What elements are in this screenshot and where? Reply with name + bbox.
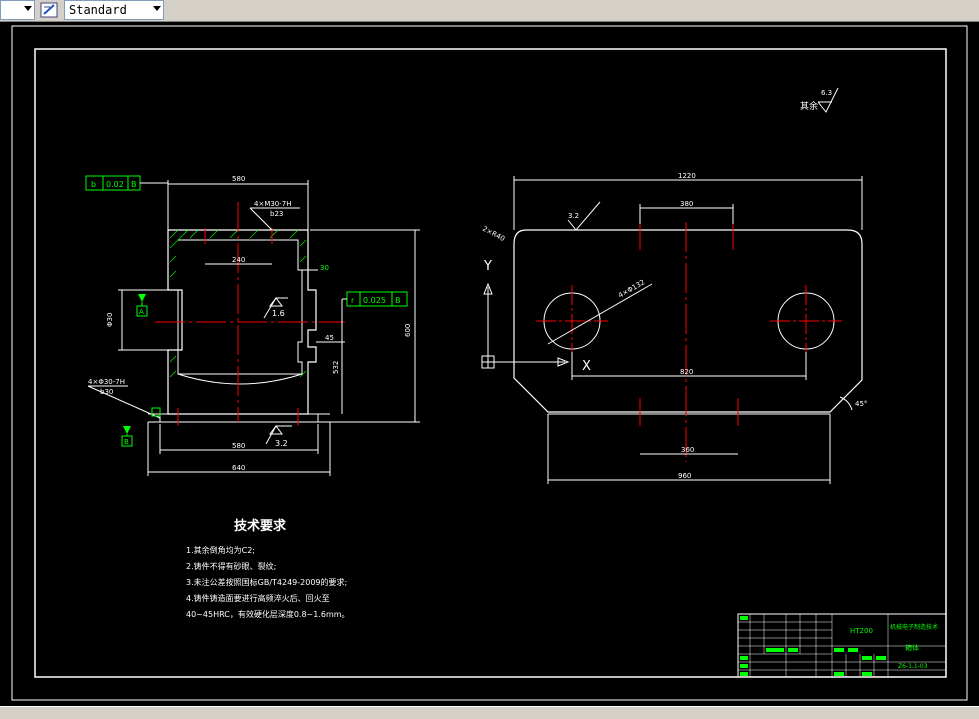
technical-requirements: 技术要求 1.其余倒角均为C2; 2.铸件不得有砂眼、裂纹; 3.未注公差按照国… — [186, 518, 350, 619]
svg-text:360: 360 — [681, 446, 694, 454]
surface-roughness-note: 其余 6.3 — [800, 87, 839, 113]
chevron-down-icon — [24, 6, 32, 11]
svg-text:45: 45 — [325, 334, 334, 342]
svg-text:r: r — [351, 296, 355, 305]
svg-text:580: 580 — [232, 175, 245, 183]
svg-text:2.铸件不得有砂眼、裂纹;: 2.铸件不得有砂眼、裂纹; — [186, 561, 276, 571]
outer-frame — [11, 25, 968, 701]
toolbar: Standard — [0, 0, 979, 22]
text-style-icon[interactable] — [40, 1, 60, 19]
style-dropdown[interactable]: Standard — [64, 0, 164, 20]
datum-a: A — [136, 294, 148, 317]
svg-text:0.02: 0.02 — [106, 180, 124, 189]
title-block: HT200 机械电子制造技术 箱体 Z6-1.1-03 — [737, 613, 947, 678]
svg-text:820: 820 — [680, 368, 693, 376]
tolerance-frame-2: r 0.025 B — [341, 291, 408, 322]
svg-text:600: 600 — [404, 324, 412, 337]
svg-text:240: 240 — [232, 256, 245, 264]
svg-text:技术要求: 技术要求 — [234, 518, 287, 534]
svg-text:HT200: HT200 — [850, 627, 873, 635]
svg-text:4×M30-7H: 4×M30-7H — [254, 200, 292, 208]
svg-text:Φ30: Φ30 — [106, 313, 114, 327]
svg-text:532: 532 — [332, 361, 340, 374]
svg-text:30: 30 — [320, 264, 329, 272]
svg-text:机械电子制造技术: 机械电子制造技术 — [890, 623, 938, 631]
svg-text:B: B — [395, 296, 401, 305]
cad-drawing: 其余 6.3 — [11, 25, 968, 701]
svg-text:3.2: 3.2 — [275, 439, 288, 448]
left-section-view: 580 240 4×M30-7H b23 30 1.6 45 Φ30 600 5… — [85, 175, 420, 476]
svg-text:1.6: 1.6 — [272, 309, 285, 318]
svg-text:Y: Y — [483, 259, 492, 274]
svg-text:其余: 其余 — [800, 100, 818, 112]
svg-text:4.铸件铸造面要进行高频淬火后、回火至: 4.铸件铸造面要进行高频淬火后、回火至 — [186, 593, 330, 603]
svg-text:960: 960 — [678, 472, 691, 480]
svg-text:箱体: 箱体 — [905, 643, 919, 652]
svg-text:3.2: 3.2 — [568, 212, 579, 220]
svg-text:B: B — [131, 180, 137, 189]
svg-text:40~45HRC，有效硬化层深度0.8~1.6mm。: 40~45HRC，有效硬化层深度0.8~1.6mm。 — [186, 609, 350, 619]
inner-frame — [34, 48, 947, 678]
svg-text:45°: 45° — [855, 400, 867, 408]
layer-dropdown[interactable] — [0, 0, 35, 20]
svg-text:b: b — [91, 180, 96, 189]
svg-text:640: 640 — [232, 464, 245, 472]
tolerance-frame-1: b 0.02 B — [85, 175, 168, 191]
svg-text:6.3: 6.3 — [821, 89, 832, 97]
svg-text:1.其余倒角均为C2;: 1.其余倒角均为C2; — [186, 545, 255, 555]
svg-text:580: 580 — [232, 442, 245, 450]
status-bar — [0, 706, 979, 719]
style-dropdown-value: Standard — [69, 3, 127, 17]
svg-text:Z6-1.1-03: Z6-1.1-03 — [898, 663, 928, 670]
ucs-axis-icon: Y X — [481, 259, 591, 374]
datum-b: B — [121, 407, 161, 447]
svg-text:b30: b30 — [100, 388, 113, 396]
chevron-down-icon — [153, 6, 161, 11]
svg-text:b23: b23 — [270, 210, 283, 218]
drawing-canvas[interactable]: 其余 6.3 — [0, 22, 979, 706]
svg-text:0.025: 0.025 — [363, 296, 386, 305]
svg-text:2×R40: 2×R40 — [481, 225, 506, 243]
svg-text:4×Φ132: 4×Φ132 — [617, 278, 646, 300]
svg-text:B: B — [124, 438, 129, 446]
svg-text:3.未注公差按照国标GB/T4249-2009的要求;: 3.未注公差按照国标GB/T4249-2009的要求; — [186, 577, 347, 587]
svg-text:X: X — [582, 359, 591, 374]
svg-text:380: 380 — [680, 200, 693, 208]
svg-text:4×Φ30-7H: 4×Φ30-7H — [88, 378, 125, 386]
svg-text:1220: 1220 — [678, 172, 696, 180]
svg-text:A: A — [139, 308, 144, 316]
right-plan-view: 960 1220 380 2×R40 3.2 — [481, 172, 867, 484]
